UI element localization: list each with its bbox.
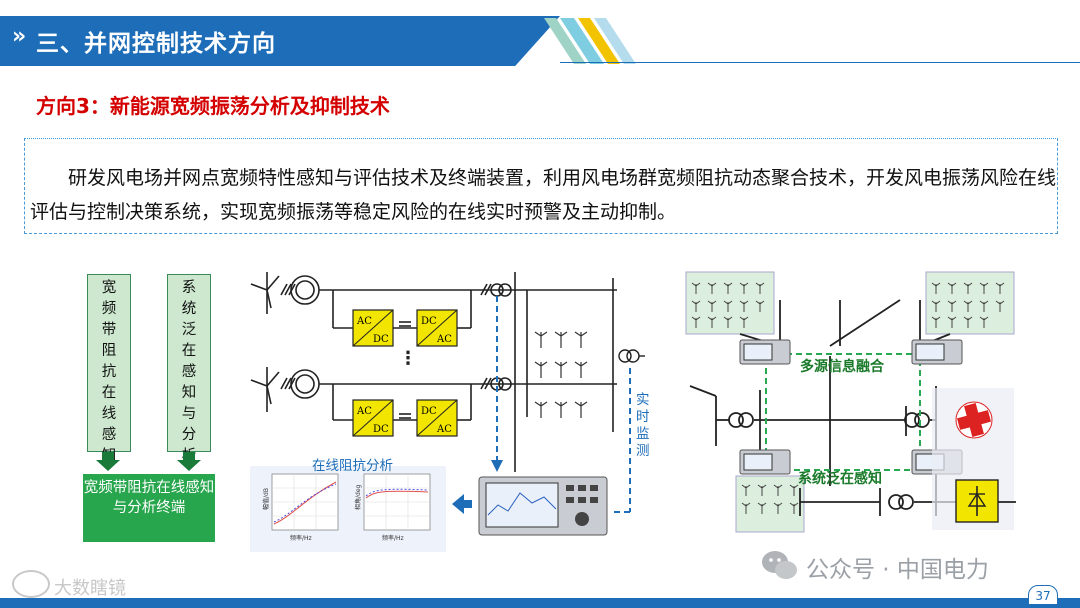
magnitude-plot: 频率/Hz 幅值/dB [262, 473, 339, 542]
converter-ac-label: AC [356, 406, 372, 417]
wind-farm-circuit-diagram: AC DC DC AC AC DC DC AC ⋮ [250, 272, 645, 513]
section-title: 三、并网控制技术方向 [36, 31, 276, 57]
footer-bar [0, 598, 1080, 608]
title-bar [0, 16, 560, 66]
header-underline [560, 62, 1080, 63]
realtime-monitor-label: 实时监测 [636, 392, 650, 459]
wind-farm-panel [925, 271, 1015, 335]
wind-turbine-icon [250, 367, 280, 412]
wechat-watermark: 公众号 · 中国电力 [806, 557, 989, 583]
description-box [24, 138, 1058, 234]
terminal-box: 宽频带阻抗在线感知与分析终端 [83, 474, 215, 542]
arrow-shaft-1 [102, 452, 114, 460]
arrow-shaft-2 [183, 452, 195, 460]
plot-ylabel: 相角/deg [354, 484, 362, 510]
multi-source-fusion-label: 多源信息融合 [800, 359, 884, 375]
system-sensing-label: 系统泛在感知 [798, 471, 882, 487]
converter-dc-label: DC [421, 316, 437, 327]
converter-box: AC DC [352, 399, 394, 437]
left-arrow-icon [452, 494, 472, 514]
wind-farm-panel [735, 475, 805, 533]
phase-plot: 频率/Hz 相角/deg [354, 473, 431, 542]
converter-dc-label: DC [373, 334, 389, 345]
wechat-icon [762, 551, 797, 579]
fusion-frame [765, 353, 921, 471]
impedance-sensing-label: 宽频带阻抗在线感知 [101, 280, 117, 464]
header-stripes-decoration [544, 18, 636, 64]
converter-ac-label: AC [356, 316, 372, 327]
converter-box: DC AC [416, 399, 458, 437]
power-grid-diagram [685, 271, 1016, 533]
description-paragraph: 研发风电场并网点宽频特性感知与评估技术及终端装置，利用风电场群宽频阻抗动态聚合技… [30, 167, 1057, 223]
system-sensing-label: 系统泛在感知与分析 [181, 280, 197, 464]
rectifier-box [955, 479, 999, 523]
sensor-device-icon [739, 339, 791, 365]
down-arrow-icon [96, 460, 120, 471]
wind-farm-icon [534, 331, 588, 418]
converter-ac-label: AC [436, 334, 452, 345]
plot-ylabel: 幅值/dB [262, 488, 270, 510]
sensor-device-icon [911, 339, 963, 365]
wind-farm-panel [685, 271, 775, 335]
analyzer-device-icon [478, 476, 608, 536]
converter-ac-label: AC [436, 424, 452, 435]
plot-xlabel: 频率/Hz [290, 534, 312, 542]
system-sensing-box: 系统泛在感知与分析 [167, 274, 211, 464]
chevron-icon: » [12, 24, 27, 49]
impedance-analysis-title: 在线阻抗分析 [312, 458, 393, 474]
plot-xlabel: 频率/Hz [382, 534, 404, 542]
ellipsis-icon: ⋮ [399, 348, 417, 369]
sensor-device-icon [739, 449, 791, 475]
converter-dc-label: DC [373, 424, 389, 435]
brand-watermark: 大数瞎镜 [54, 578, 126, 599]
red-cross-icon [955, 401, 993, 439]
down-arrow-icon [177, 460, 201, 471]
converter-box: AC DC [352, 309, 394, 347]
direction-heading: 方向3：新能源宽频振荡分析及抑制技术 [36, 94, 390, 118]
impedance-sensing-box: 宽频带阻抗在线感知 [87, 274, 131, 464]
converter-box: DC AC [416, 309, 458, 347]
brand-logo-icon [12, 570, 50, 598]
wind-turbine-icon [250, 272, 280, 314]
converter-dc-label: DC [421, 406, 437, 417]
page-number: 37 [1028, 585, 1058, 605]
